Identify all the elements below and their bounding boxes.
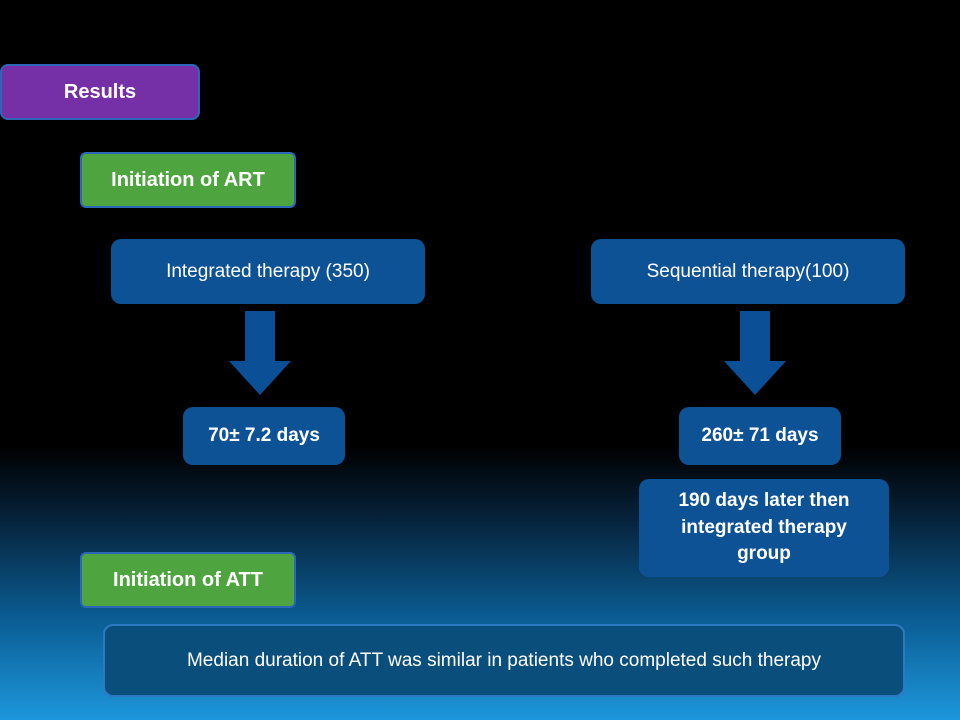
- results-label: Results: [0, 64, 200, 120]
- sequential-note-text: 190 days later then integrated therapy g…: [678, 490, 850, 565]
- initiation-art-label: Initiation of ART: [80, 152, 296, 208]
- summary-box: Median duration of ATT was similar in pa…: [103, 624, 905, 697]
- initiation-att-label: Initiation of ATT: [80, 552, 296, 608]
- initiation-art-text: Initiation of ART: [111, 168, 265, 191]
- sequential-therapy-box: Sequential therapy(100): [591, 239, 905, 304]
- integrated-down-arrow-icon: [229, 311, 291, 395]
- integrated-duration-text: 70± 7.2 days: [208, 425, 320, 446]
- sequential-note-box: 190 days later then integrated therapy g…: [639, 479, 889, 577]
- results-label-text: Results: [63, 80, 137, 103]
- sequential-down-arrow-icon: [724, 311, 786, 395]
- sequential-therapy-text: Sequential therapy(100): [646, 260, 850, 282]
- integrated-duration-box: 70± 7.2 days: [183, 407, 345, 465]
- initiation-att-text: Initiation of ATT: [113, 568, 263, 591]
- sequential-duration-box: 260± 71 days: [679, 407, 841, 465]
- integrated-therapy-text: Integrated therapy (350): [166, 260, 370, 282]
- integrated-therapy-box: Integrated therapy (350): [111, 239, 425, 304]
- sequential-duration-text: 260± 71 days: [701, 425, 819, 446]
- summary-text: Median duration of ATT was similar in pa…: [186, 649, 821, 671]
